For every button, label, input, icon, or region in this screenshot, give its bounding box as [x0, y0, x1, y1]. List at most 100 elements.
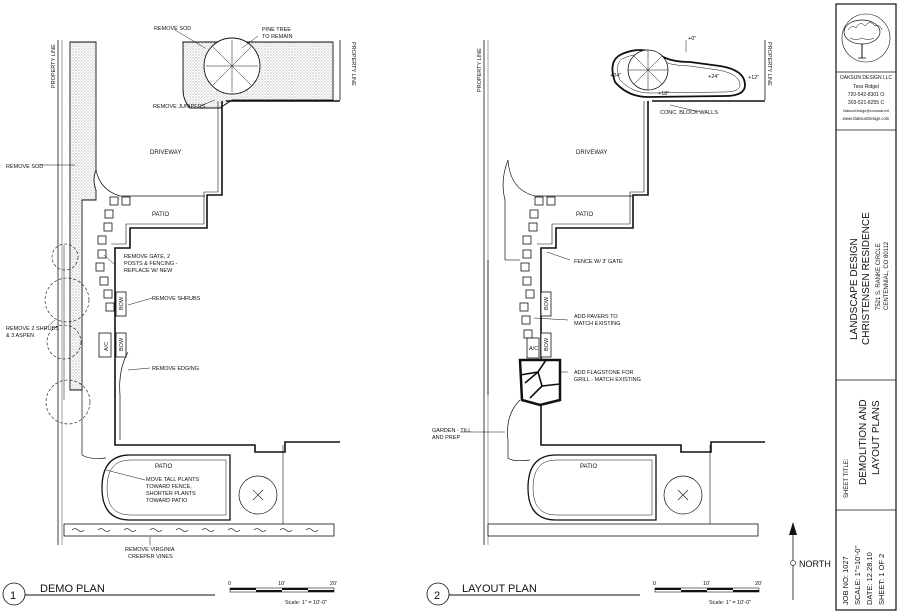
note-remove-sod-top: REMOVE SOD [154, 26, 191, 32]
designer-name: Tess Ridgel [853, 84, 879, 90]
sheet-title-label: SHEET TITLE: [844, 458, 850, 498]
label-patio-lower: PATIO [580, 464, 597, 470]
note-remove-virginia-2: CREEPER VINES [128, 554, 173, 560]
email: OaksunDesign@comcast.net [843, 109, 890, 113]
label-bow: BOW [544, 337, 550, 351]
label-ac: A/C [104, 342, 110, 351]
note-pine-tree: PINE TREE [262, 27, 291, 33]
label-bow: BOW [544, 296, 550, 310]
project-title-2: CHRISTENSEN RESIDENCE [861, 212, 872, 345]
note-flagstone-1: ADD FLAGSTONE FOR [574, 370, 634, 376]
layout-plan: +0" +24" +24" +18" +12" CONC. BLOCK WALL… [426, 36, 772, 606]
website: www.OaksunDesign.com [843, 116, 890, 121]
garden-bed [507, 399, 531, 462]
dim-mid: +24" [708, 74, 719, 80]
label-patio-upper: PATIO [152, 212, 169, 218]
paver-stones [95, 196, 131, 312]
note-block-walls: CONC. BLOCK WALLS [660, 110, 718, 116]
bow-box [115, 291, 127, 317]
label-property-line-right: PROPERTY LINE [766, 42, 772, 86]
note-fence-gate: FENCE W/ 3' GATE [574, 259, 623, 265]
label-property-line: PROPERTY LINE [477, 48, 483, 92]
scale-note: Scale: 1" = 10'-0" [709, 600, 751, 606]
demo-plan: REMOVE SOD PINE TREE TO REMAIN REMOVE JU… [2, 26, 356, 606]
note-garden-2: AND PREP [432, 435, 460, 441]
plan-title: DEMO PLAN [40, 583, 105, 595]
sheet-title-2: LAYOUT PLANS [871, 400, 882, 475]
note-remove-junipers: REMOVE JUNIPERS [153, 104, 206, 110]
scale-tick-20: 20' [755, 581, 762, 587]
scale: SCALE: 1"=10'-0" [853, 546, 862, 605]
note-pavers-2: MATCH EXISTING [574, 321, 620, 327]
label-ac: A/C [529, 346, 538, 352]
title-block: OAKSUN DESIGN LLC Tess Ridgel 720-542-83… [835, 3, 897, 611]
lower-patio [101, 454, 231, 521]
note-flagstone-2: GRILL - MATCH EXISTING [574, 377, 641, 383]
label-bow: BOW [119, 337, 125, 351]
house-outline [540, 101, 765, 453]
scale-tick-20: 20' [330, 581, 337, 587]
bow-box [540, 291, 552, 317]
dim-left: +24" [610, 73, 621, 79]
label-property-line: PROPERTY LINE [51, 44, 57, 88]
vine-band [487, 523, 759, 537]
date: DATE: 12.28.10 [865, 552, 874, 605]
note-remove-gate-2: POSTS & FENCING - [124, 261, 178, 267]
scale-tick-0: 0 [653, 581, 656, 587]
scale-tick-10: 10' [703, 581, 710, 587]
pine-tree [203, 37, 261, 95]
phone-office: 720-542-8301 O [848, 92, 885, 98]
scale-bar [229, 587, 335, 593]
sod-strip [69, 41, 97, 391]
note-move-tall-1: MOVE TALL PLANTS [146, 477, 199, 483]
bow-box [115, 332, 127, 358]
vine-band [63, 523, 335, 537]
sheet-title-1: DEMOLITION AND [858, 399, 869, 485]
bow-box [540, 332, 552, 358]
pine-tree [627, 49, 669, 91]
note-remove-edging: REMOVE EDGING [152, 366, 199, 372]
company-name: OAKSUN DESIGN LLC [840, 75, 893, 81]
north-arrow [789, 522, 797, 600]
note-move-tall-4: TOWARD PATIO [146, 498, 188, 504]
scale-tick-0: 0 [228, 581, 231, 587]
job-no: JOB NO: 1027 [841, 556, 850, 605]
north-label: NORTH [799, 559, 831, 569]
label-patio-lower: PATIO [155, 464, 172, 470]
plan-number-circle [2, 582, 26, 606]
oaksun-logo [841, 13, 891, 63]
note-pavers-1: ADD PAVERS TO [574, 314, 618, 320]
note-garden-1: GARDEN - TILL [432, 428, 471, 434]
note-remove-virginia-1: REMOVE VIRGINIA [125, 547, 175, 553]
project-title-1: LANDSCAPE DESIGN [849, 238, 860, 340]
scale-tick-10: 10' [278, 581, 285, 587]
scale-note: Scale: 1" = 10'-0" [285, 600, 327, 606]
address-1: 7521 S. RANKE CIRCLE [876, 243, 882, 310]
label-bow: BOW [119, 296, 125, 310]
address-2: CENTENNIAL, CO 80112 [884, 241, 890, 310]
sheet-number: SHEET: 1 OF 2 [877, 554, 886, 605]
note-move-tall-3: SHORTER PLANTS [146, 491, 196, 497]
flagstone-area [518, 358, 562, 407]
house-outline [114, 101, 340, 453]
note-move-tall-2: TOWARD FENCE, [146, 484, 192, 490]
dim-top: +0" [688, 36, 696, 42]
lower-patio [527, 454, 657, 521]
plan-title: LAYOUT PLAN [462, 583, 537, 595]
note-remove-2-shrubs: REMOVE 2 SHRUBS [6, 326, 59, 332]
ac-unit [526, 337, 540, 359]
shrubs-to-remove [44, 243, 91, 425]
phone-cell: 303-521-8255 C [848, 100, 885, 106]
plan-number-circle [426, 582, 450, 606]
note-remove-sod-left: REMOVE SOD [6, 164, 43, 170]
ac-unit [98, 332, 112, 358]
label-patio-upper: PATIO [576, 212, 593, 218]
note-remove-shrubs: REMOVE SHRUBS [152, 296, 201, 302]
dim-bottom: +18" [658, 91, 669, 97]
label-driveway: DRIVEWAY [576, 150, 607, 156]
note-3-aspen: & 3 ASPEN [6, 333, 34, 339]
dim-right: +12" [748, 75, 759, 81]
paver-stones [519, 196, 556, 339]
note-remove-gate-1: REMOVE GATE, 2 [124, 254, 170, 260]
